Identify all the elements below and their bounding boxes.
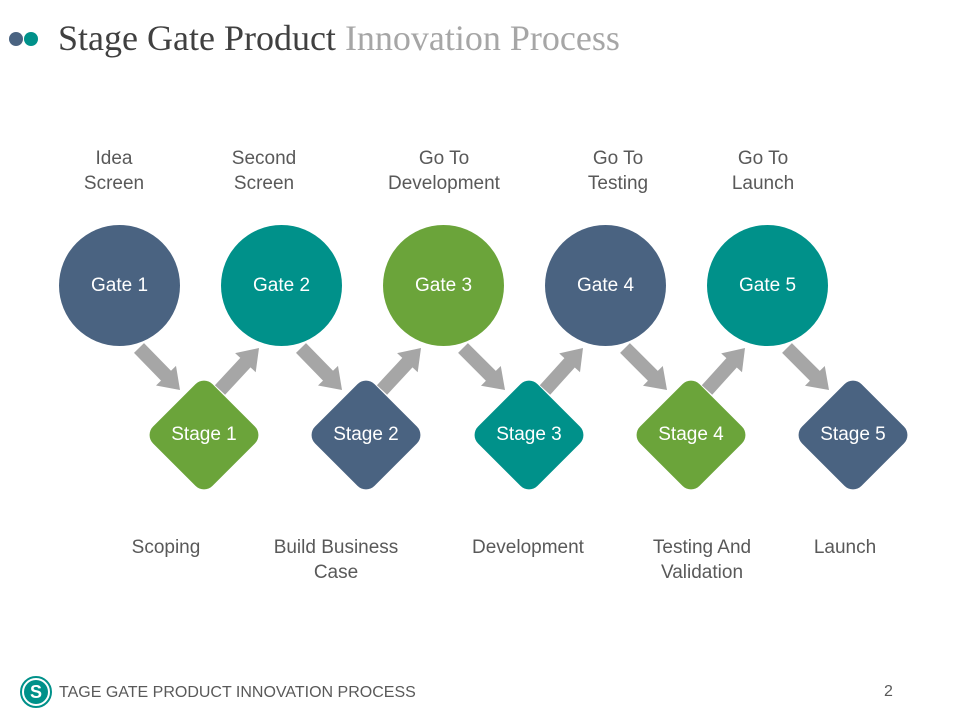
stage-5-label: Launch — [813, 537, 877, 558]
arrow-gate-4-to-stage-4 — [620, 343, 667, 390]
gate-5-name: Gate 5 — [738, 274, 797, 296]
gate-4-name: Gate 4 — [576, 274, 635, 296]
page-number: 2 — [884, 683, 893, 700]
title-sub: Innovation Process — [344, 18, 620, 58]
arrow-gate-3-to-stage-3 — [458, 343, 505, 390]
stage-2-name: Stage 2 — [333, 424, 399, 445]
footer-title: TAGE GATE PRODUCT INNOVATION PROCESS — [59, 684, 416, 701]
arrow-stage-2-to-gate-3 — [376, 348, 421, 395]
footer-logo-letter: S — [24, 680, 48, 704]
stage-3-label: Development — [472, 537, 584, 558]
bullet-dot-teal — [24, 32, 38, 46]
gate-1-circle[interactable]: Gate 1 — [59, 225, 180, 346]
gate-3-name: Gate 3 — [414, 274, 473, 296]
title-bullet-icon — [9, 32, 41, 46]
stage-1-diamond[interactable]: Stage 1 — [144, 375, 264, 495]
stage-1-name: Stage 1 — [171, 424, 237, 445]
gate-2-name: Gate 2 — [252, 274, 311, 296]
stage-3-name: Stage 3 — [496, 424, 562, 445]
arrow-gate-5-to-stage-5 — [782, 343, 829, 390]
arrow-gate-1-to-stage-1 — [134, 343, 180, 390]
arrow-stage-3-to-gate-4 — [539, 348, 583, 395]
gate-1-name: Gate 1 — [90, 274, 149, 296]
stage-2-diamond[interactable]: Stage 2 — [306, 375, 426, 495]
bullet-dot-slate — [9, 32, 23, 46]
footer-logo-icon: S — [20, 676, 52, 708]
gate-5-circle[interactable]: Gate 5 — [707, 225, 828, 346]
stage-3-diamond[interactable]: Stage 3 — [469, 375, 589, 495]
stage-4-name: Stage 4 — [658, 424, 724, 445]
page-title: Stage Gate Product Innovation Process — [58, 14, 620, 62]
arrow-gate-2-to-stage-2 — [296, 343, 342, 390]
arrow-stage-4-to-gate-5 — [701, 348, 745, 395]
stage-4-diamond[interactable]: Stage 4 — [631, 375, 751, 495]
stage-5-diamond[interactable]: Stage 5 — [793, 375, 913, 495]
gate-3-circle[interactable]: Gate 3 — [383, 225, 504, 346]
arrow-stage-1-to-gate-2 — [214, 348, 259, 395]
stage-1-label: Scoping — [131, 537, 201, 558]
gate-2-circle[interactable]: Gate 2 — [221, 225, 342, 346]
title-main: Stage Gate Product — [58, 18, 336, 58]
stage-5-name: Stage 5 — [820, 424, 886, 445]
gate-4-circle[interactable]: Gate 4 — [545, 225, 666, 346]
